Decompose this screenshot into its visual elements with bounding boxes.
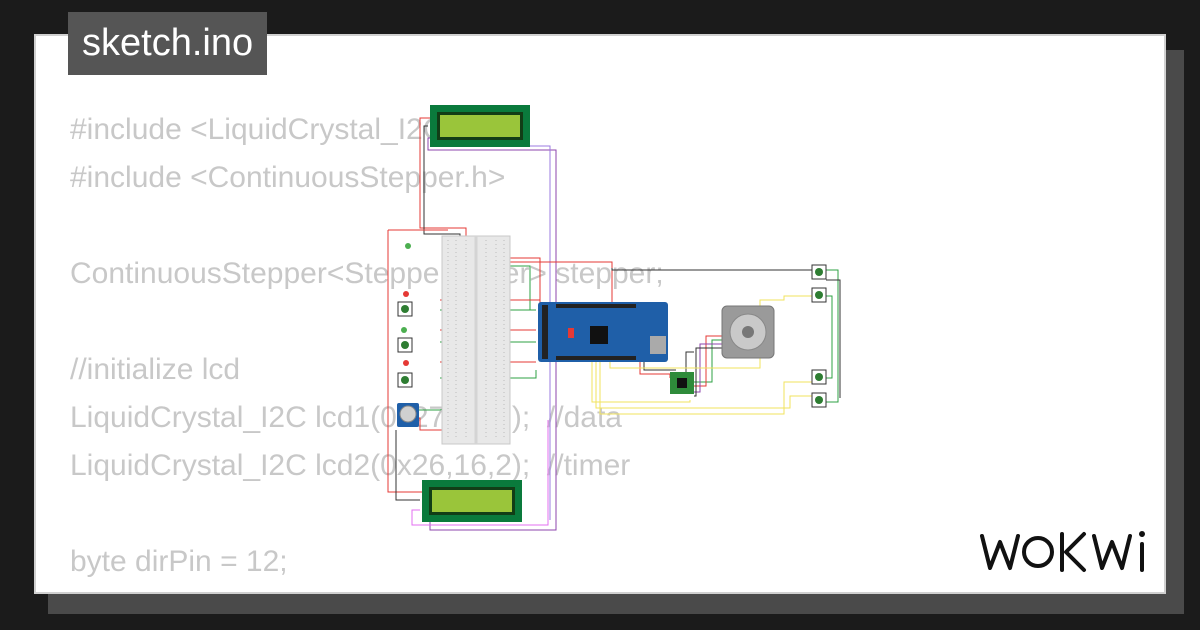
file-name-tab: sketch.ino	[68, 12, 268, 75]
code-line: #include <ContinuousStepper.h>	[70, 161, 506, 194]
led	[403, 291, 409, 297]
led	[403, 360, 409, 366]
code-line: LiquidCrystal_I2C lcd2(0x26,16,2); //tim…	[70, 449, 631, 482]
stepper-driver	[670, 372, 694, 394]
code-line: //initialize lcd	[70, 353, 241, 386]
code-line: byte stepPin = 13;	[70, 586, 664, 592]
lcd-display	[422, 480, 522, 522]
push-button	[811, 287, 827, 303]
wokwi-logo	[980, 531, 1145, 572]
push-button	[811, 264, 827, 280]
push-button	[811, 392, 827, 408]
breadboard	[441, 235, 511, 445]
lcd-display	[430, 105, 530, 147]
led	[405, 243, 411, 249]
push-button	[811, 369, 827, 385]
led	[401, 327, 407, 333]
code-line: byte dirPin = 12;	[70, 545, 288, 578]
circuit-diagram	[387, 105, 841, 531]
potentiometer	[397, 403, 419, 427]
push-button	[397, 337, 413, 353]
stepper-motor	[721, 305, 775, 359]
push-button	[397, 372, 413, 388]
arduino-mega-board	[538, 302, 668, 362]
push-button	[397, 301, 413, 317]
